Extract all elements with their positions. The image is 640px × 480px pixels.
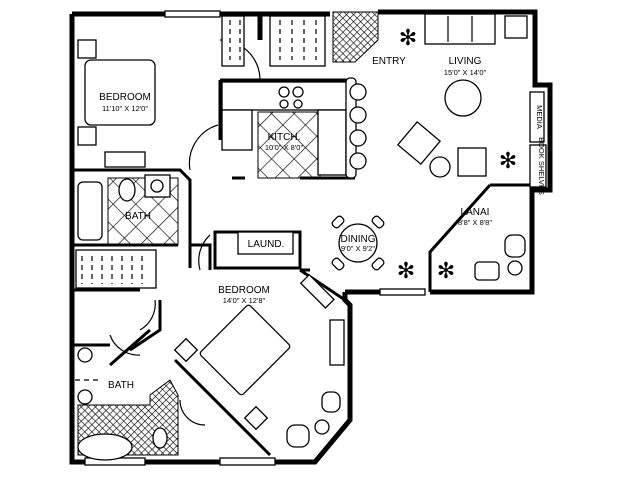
living-size: 15'0" X 14'0" [444, 68, 487, 77]
nightstand [77, 126, 97, 146]
nightstand [243, 405, 269, 431]
door-swing [198, 234, 211, 271]
breakfast-bar [345, 77, 357, 179]
lanai-size: 8'8" X 8'8" [458, 218, 492, 227]
dining-chair [371, 215, 385, 229]
armchair [321, 391, 341, 413]
dining-chair [331, 215, 345, 229]
media-cabinet [529, 91, 545, 143]
interior-walls [72, 78, 532, 367]
kitchen-size: 10'0" X 8'0" [265, 143, 304, 152]
dresser [329, 319, 345, 366]
lounge-chair [474, 261, 500, 281]
lanai-label: LANAI [461, 207, 490, 218]
dining-table [338, 223, 378, 263]
sofa-cushions [447, 16, 473, 42]
end-table [504, 15, 528, 39]
bar-stool [349, 152, 367, 170]
bath-small-label: BATH [125, 211, 151, 222]
living-label: LIVING [449, 56, 482, 67]
nightstand [173, 337, 199, 363]
bath-master-label: BATH [108, 380, 134, 391]
bathtub [77, 433, 133, 461]
walk-in-closet [75, 249, 157, 289]
bedroom-small-label: BEDROOM [99, 92, 151, 103]
master-bed [199, 304, 291, 396]
plant-icon: ✻ [499, 148, 517, 173]
plant-icon: ✻ [399, 25, 417, 50]
dining-size: 9'0" X 9'2" [341, 244, 375, 253]
book-shelves [529, 144, 547, 188]
door-swing [188, 124, 219, 171]
side-table [507, 260, 523, 276]
stove-burner [279, 99, 289, 109]
plant-icon: ✻ [437, 258, 455, 283]
armchair [286, 424, 310, 448]
bedroom-master-size: 14'0" X 12'8" [223, 296, 266, 305]
dresser [104, 151, 146, 168]
bed [84, 59, 156, 126]
sink-basin [150, 179, 164, 193]
book-shelves-label: BOOK SHELVES [537, 137, 546, 195]
closet [269, 15, 326, 67]
side-table [314, 419, 330, 435]
counter [317, 109, 347, 176]
bathtub [77, 181, 103, 241]
coffee-table [444, 79, 482, 117]
closet-rod [81, 256, 143, 284]
media-label: MEDIA [535, 105, 544, 129]
laundry-label: LAUND. [248, 239, 285, 250]
exterior-walls [69, 9, 553, 465]
lounge-chair [504, 234, 526, 258]
sofa [424, 13, 496, 45]
toilet [118, 178, 136, 202]
stove-burner [278, 86, 290, 98]
washer-dryer [237, 231, 294, 255]
stove-burner [292, 86, 304, 98]
window [379, 288, 426, 296]
stove-burner [293, 99, 303, 109]
sink [77, 347, 93, 363]
refrigerator [221, 109, 253, 151]
closet-rod [229, 20, 317, 60]
armchair [396, 120, 442, 166]
side-table [429, 156, 451, 178]
sink [77, 389, 93, 405]
entry-label: ENTRY [372, 56, 406, 67]
window [219, 457, 276, 466]
bar-stool [349, 129, 367, 147]
entry-tile-floor [332, 11, 379, 63]
dresser [299, 273, 335, 309]
closet [221, 15, 245, 67]
door-swing [139, 299, 156, 331]
kitchen-label: KITCH. [268, 132, 301, 143]
master-closet-wall [173, 358, 272, 457]
toilet [152, 427, 168, 449]
bar-stool [349, 106, 367, 124]
bar-stool [349, 83, 367, 101]
plant-icon: ✻ [397, 258, 415, 283]
bedroom-master-label: BEDROOM [218, 285, 270, 296]
door-swing [179, 399, 206, 426]
armchair [457, 147, 487, 177]
dining-chair [331, 257, 345, 271]
kitchen-tile-floor [257, 111, 321, 179]
dining-chair [371, 257, 385, 271]
dining-label: DINING [341, 234, 376, 245]
door-swing [109, 334, 141, 356]
window [164, 10, 221, 18]
nightstand [77, 39, 97, 59]
bedroom-small-size: 11'10" X 12'0" [102, 104, 148, 113]
